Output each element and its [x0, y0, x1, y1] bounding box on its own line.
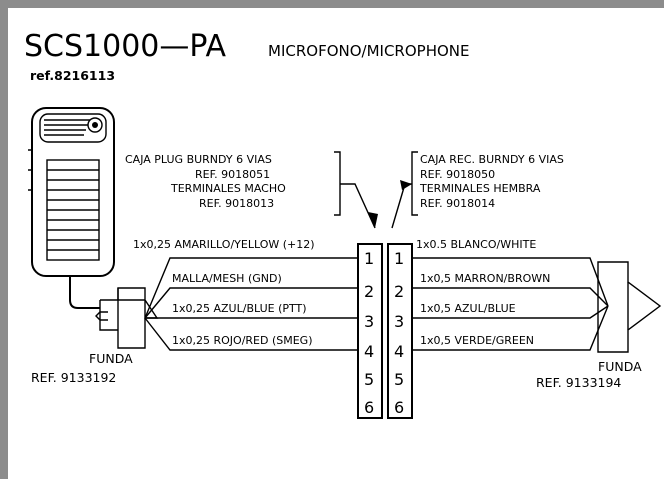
- right-wire-label-3: 1x0,5 AZUL/BLUE: [420, 302, 516, 315]
- left-pin-5: 5: [364, 370, 374, 389]
- left-pin-6: 6: [364, 398, 374, 417]
- microphone-icon: [28, 107, 115, 309]
- left-connector-line4: REF. 9018013: [199, 197, 274, 210]
- left-connector-line3: TERMINALES MACHO: [170, 182, 286, 195]
- right-pin-4: 4: [394, 342, 404, 361]
- left-connector-line1: CAJA PLUG BURNDY 6 VIAS: [125, 153, 272, 166]
- left-wire-label-1: 1x0,25 AMARILLO/YELLOW (+12): [133, 238, 315, 251]
- right-pin-3: 3: [394, 312, 404, 331]
- right-wire-4: [412, 305, 609, 351]
- right-arrow-icon: [400, 180, 412, 190]
- left-connector-line2: REF. 9018051: [195, 168, 270, 181]
- right-pin-1: 1: [394, 249, 404, 268]
- left-pin-3: 3: [364, 312, 374, 331]
- left-pin-2: 2: [364, 282, 374, 301]
- left-pin-1: 1: [364, 249, 374, 268]
- right-funda-label: FUNDA: [598, 359, 642, 374]
- right-wire-label-1: 1x0.5 BLANCO/WHITE: [416, 238, 536, 251]
- right-pin-5: 5: [394, 370, 404, 389]
- right-funda-ref: REF. 9133194: [536, 375, 621, 390]
- right-leader: [391, 183, 412, 229]
- right-connector-block: [387, 243, 413, 419]
- left-wire-label-3: 1x0,25 AZUL/BLUE (PTT): [172, 302, 307, 315]
- left-plug-icon: [95, 287, 159, 349]
- left-connector-block: [357, 243, 383, 419]
- product-subtitle: MICROFONO/MICROPHONE: [268, 42, 469, 60]
- right-connector-line3: TERMINALES HEMBRA: [419, 182, 541, 195]
- right-connector-line4: REF. 9018014: [420, 197, 495, 210]
- left-bracket: [334, 151, 341, 216]
- left-leader: [340, 183, 376, 229]
- right-wire-2: [412, 287, 609, 307]
- left-wire-2: [144, 287, 358, 319]
- right-wire-label-2: 1x0,5 MARRON/BROWN: [420, 272, 550, 285]
- right-pin-labels: 1 2 3 4 5 6: [394, 249, 404, 417]
- right-plug-icon: [597, 261, 662, 353]
- right-wire-3: [412, 305, 609, 319]
- left-wire-label-4: 1x0,25 ROJO/RED (SMEG): [172, 334, 313, 347]
- right-pin-2: 2: [394, 282, 404, 301]
- right-pin-6: 6: [394, 398, 404, 417]
- right-bracket: [411, 151, 418, 216]
- left-pin-labels: 1 2 3 4 5 6: [364, 249, 374, 417]
- left-wire-1: [144, 257, 358, 319]
- left-pin-4: 4: [364, 342, 374, 361]
- left-wire-label-2: MALLA/MESH (GND): [172, 272, 282, 285]
- reference-number: ref.8216113: [30, 68, 115, 83]
- left-funda-ref: REF. 9133192: [31, 370, 116, 385]
- right-connector-line1: CAJA REC. BURNDY 6 VIAS: [420, 153, 564, 166]
- model-title: SCS1000—PA: [24, 29, 227, 64]
- left-funda-label: FUNDA: [89, 351, 133, 366]
- left-wire-4: [144, 317, 358, 351]
- right-wire-label-4: 1x0,5 VERDE/GREEN: [420, 334, 534, 347]
- right-wire-1: [412, 257, 609, 307]
- left-arrow-icon: [368, 212, 378, 228]
- right-connector-line2: REF. 9018050: [420, 168, 495, 181]
